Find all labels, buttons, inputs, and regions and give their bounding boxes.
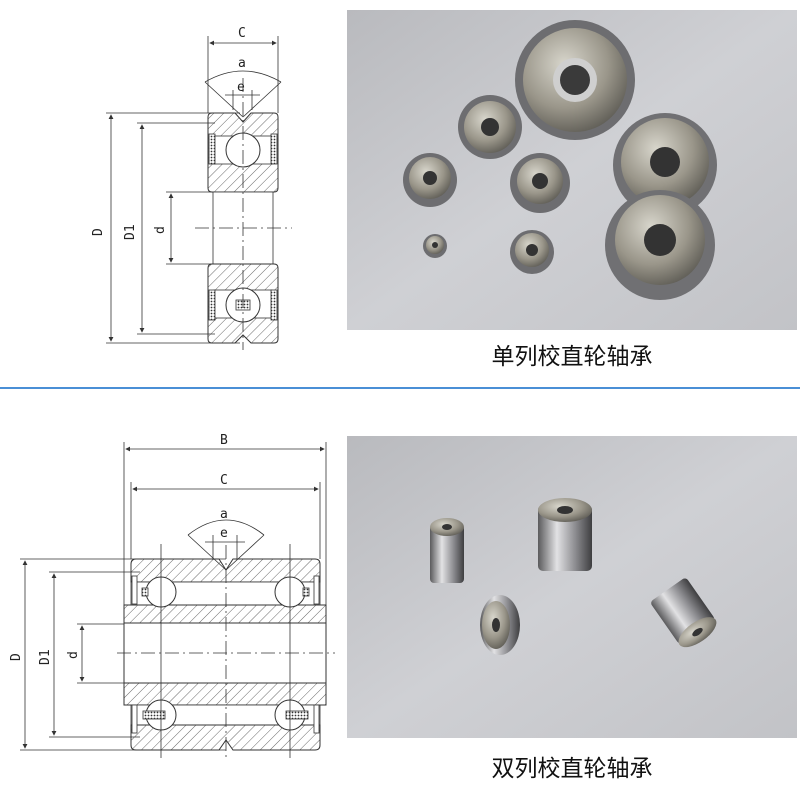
bearing-photo-item	[430, 498, 717, 655]
dimension-label-e: e	[237, 80, 245, 95]
dimension-label-a: a	[238, 56, 246, 71]
single-row-caption: 单列校直轮轴承	[491, 344, 653, 370]
dimension-label-e: e	[220, 526, 228, 541]
dimension-label-D: D	[91, 228, 106, 236]
single-row-cross-section-drawing	[106, 36, 292, 350]
double-row-cross-section-drawing	[20, 442, 335, 758]
section-divider	[0, 387, 800, 389]
dimension-label-d: d	[153, 226, 168, 234]
dimension-label-a: a	[220, 507, 228, 522]
dimension-label-D: D	[9, 653, 24, 661]
dimension-label-c: C	[220, 473, 228, 488]
dimension-label-b: B	[220, 433, 228, 448]
double-row-bearings-photo	[347, 436, 797, 738]
dimension-label-D1: D1	[123, 224, 138, 240]
bearing-photo-item	[403, 20, 717, 300]
double-row-caption: 双列校直轮轴承	[491, 756, 653, 782]
dimension-label-c: C	[238, 26, 246, 41]
dimension-label-D1: D1	[38, 649, 53, 665]
single-row-bearings-photo	[347, 10, 797, 330]
dimension-label-d: d	[66, 651, 81, 659]
